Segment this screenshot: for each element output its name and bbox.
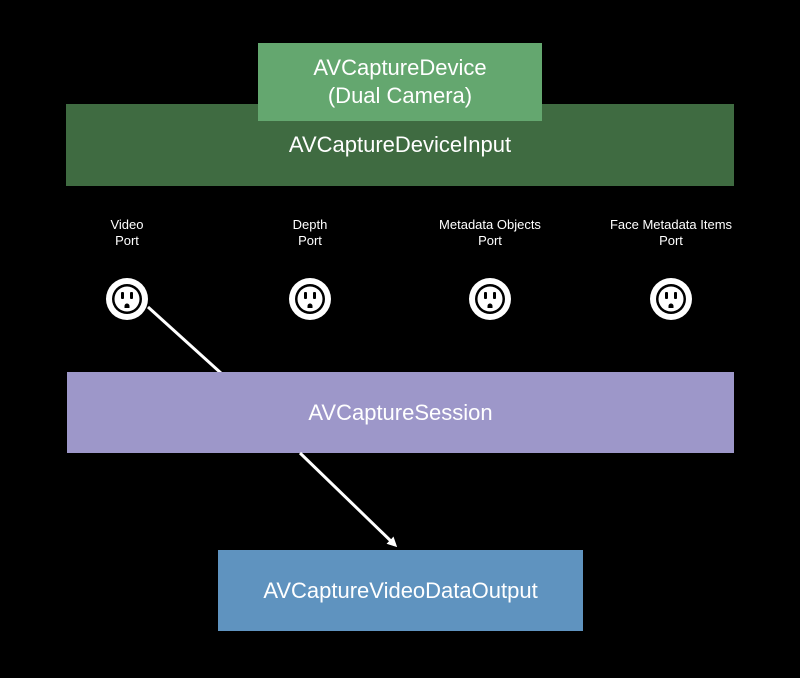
port-metadata-objects-label: Metadata Objects Port: [439, 217, 541, 248]
outlet-icon: [289, 278, 331, 320]
session-to-output-arrow: [298, 451, 398, 548]
port-face-metadata-items: Face Metadata Items Port: [581, 217, 761, 321]
outlet-icon: [469, 278, 511, 320]
capture-device-input-label: AVCaptureDeviceInput: [288, 132, 512, 157]
port-depth-label: Depth Port: [292, 217, 328, 248]
port-video: Video Port: [37, 217, 217, 321]
capture-device-box: AVCaptureDevice (Dual Camera): [258, 43, 542, 121]
video-data-output-box: AVCaptureVideoDataOutput: [218, 550, 583, 631]
port-depth: Depth Port: [220, 217, 400, 321]
outlet-icon: [650, 278, 692, 320]
capture-session-label: AVCaptureSession: [308, 399, 493, 425]
outlet-icon: [106, 278, 148, 320]
port-video-label: Video Port: [110, 217, 144, 248]
port-face-metadata-items-label: Face Metadata Items Port: [609, 217, 733, 248]
port-metadata-objects: Metadata Objects Port: [400, 217, 580, 321]
capture-device-subtitle: (Dual Camera): [327, 83, 473, 108]
capture-session-box: AVCaptureSession: [67, 372, 734, 453]
capture-device-title: AVCaptureDevice: [313, 55, 487, 80]
video-data-output-label: AVCaptureVideoDataOutput: [263, 577, 538, 603]
